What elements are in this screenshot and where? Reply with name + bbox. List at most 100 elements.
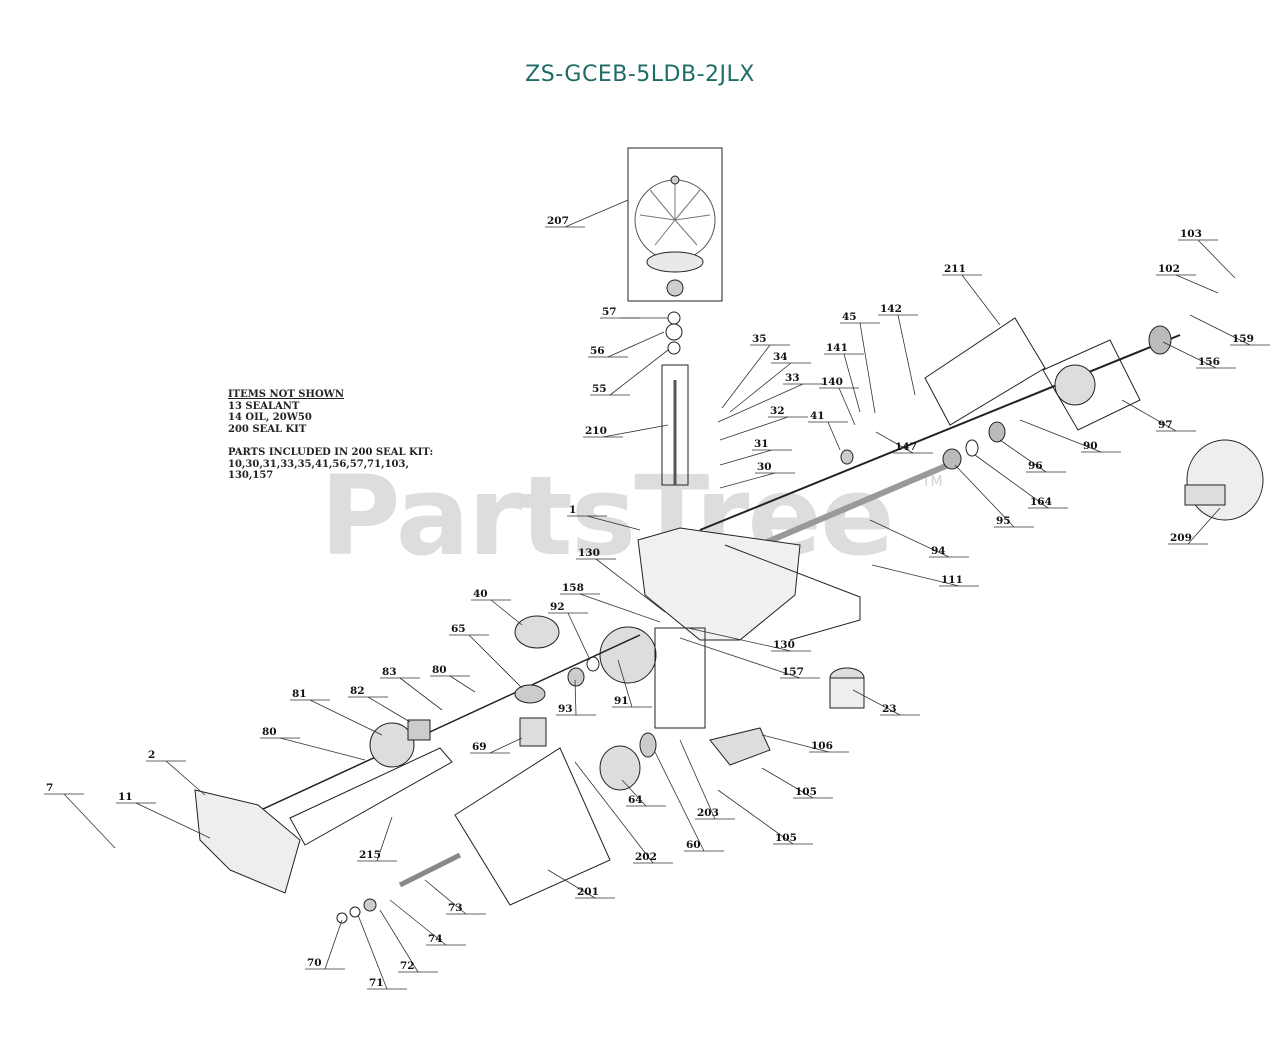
callout-105[interactable]: 105 <box>717 789 813 845</box>
housing-bracket-line <box>724 544 861 641</box>
callout-209[interactable]: 209 <box>1168 507 1221 545</box>
callout-33[interactable]: 33 <box>717 372 823 423</box>
callout-label: 57 <box>602 306 617 318</box>
callout-69[interactable]: 69 <box>470 737 523 754</box>
part-69 <box>519 717 547 747</box>
callout-158[interactable]: 158 <box>560 582 661 623</box>
axle-shaft-94 <box>758 457 962 548</box>
callout-156[interactable]: 156 <box>1162 341 1236 369</box>
callout-93[interactable]: 93 <box>556 679 596 716</box>
callout-147[interactable]: 147 <box>875 431 933 454</box>
callout-141[interactable]: 141 <box>824 342 864 413</box>
callout-label: 55 <box>592 383 607 395</box>
callout-label: 97 <box>1158 419 1173 431</box>
callout-201[interactable]: 201 <box>547 869 615 899</box>
callout-1[interactable]: 1 <box>567 504 641 531</box>
callout-leader <box>607 331 665 358</box>
callout-210[interactable]: 210 <box>583 424 669 438</box>
callout-leader <box>309 699 383 736</box>
callout-label: 41 <box>810 410 825 422</box>
callout-140[interactable]: 140 <box>819 376 859 426</box>
callout-94[interactable]: 94 <box>869 519 969 558</box>
callout-7[interactable]: 7 <box>44 782 116 849</box>
callout-96[interactable]: 96 <box>999 439 1066 473</box>
callout-40[interactable]: 40 <box>471 588 523 626</box>
callout-leader <box>424 879 467 915</box>
callout-130[interactable]: 130 <box>576 547 666 613</box>
callout-215[interactable]: 215 <box>357 816 397 862</box>
callout-leader <box>135 802 211 839</box>
callout-leader <box>376 816 393 862</box>
callout-142[interactable]: 142 <box>878 303 918 396</box>
callout-60[interactable]: 60 <box>654 751 724 852</box>
callout-64[interactable]: 64 <box>621 779 666 807</box>
callout-207[interactable]: 207 <box>545 199 629 228</box>
callout-32[interactable]: 32 <box>719 405 808 441</box>
bearing-95 <box>942 448 962 470</box>
callout-label: 159 <box>1232 333 1254 345</box>
callout-80[interactable]: 80 <box>260 726 366 761</box>
callout-103[interactable]: 103 <box>1178 228 1236 279</box>
callout-92[interactable]: 92 <box>548 601 591 661</box>
callout-label: 157 <box>782 666 804 678</box>
callout-106[interactable]: 106 <box>761 734 849 753</box>
callout-label: 30 <box>757 461 772 473</box>
callout-73[interactable]: 73 <box>424 879 486 915</box>
callout-102[interactable]: 102 <box>1156 263 1219 294</box>
callout-leader <box>609 349 669 396</box>
callout-23[interactable]: 23 <box>852 689 920 716</box>
callout-211[interactable]: 211 <box>942 263 1001 326</box>
gear-91 <box>599 626 657 684</box>
callout-leader <box>843 353 861 413</box>
callout-71[interactable]: 71 <box>357 914 407 990</box>
callout-41[interactable]: 41 <box>808 410 848 451</box>
shaft-box-215 <box>289 747 453 846</box>
callout-81[interactable]: 81 <box>290 688 383 736</box>
callout-55[interactable]: 55 <box>590 349 669 396</box>
callout-leader <box>838 387 856 426</box>
callout-35[interactable]: 35 <box>721 333 790 409</box>
callout-leader <box>449 675 476 693</box>
callout-leader <box>602 424 669 438</box>
callout-74[interactable]: 74 <box>389 899 466 946</box>
callout-label: 83 <box>382 666 397 678</box>
callout-label: 102 <box>1158 263 1180 275</box>
callout-leader <box>897 314 916 396</box>
callout-label: 23 <box>882 703 897 715</box>
callout-label: 103 <box>1180 228 1202 240</box>
callout-72[interactable]: 72 <box>379 909 438 973</box>
callout-57[interactable]: 57 <box>600 306 668 319</box>
callout-164[interactable]: 164 <box>974 454 1068 509</box>
callout-159[interactable]: 159 <box>1189 314 1270 346</box>
callout-30[interactable]: 30 <box>719 461 795 489</box>
callout-82[interactable]: 82 <box>348 685 411 723</box>
callout-203[interactable]: 203 <box>679 739 735 820</box>
callout-80[interactable]: 80 <box>430 664 476 693</box>
callout-leader <box>871 564 960 587</box>
callout-83[interactable]: 83 <box>380 666 443 711</box>
callout-label: 56 <box>590 345 605 357</box>
callout-157[interactable]: 157 <box>679 637 820 679</box>
callout-90[interactable]: 90 <box>1019 419 1121 453</box>
callout-202[interactable]: 202 <box>574 761 673 864</box>
callout-95[interactable]: 95 <box>954 464 1034 528</box>
callout-2[interactable]: 2 <box>146 749 206 796</box>
callout-34[interactable]: 34 <box>729 351 811 413</box>
callout-45[interactable]: 45 <box>840 311 880 414</box>
callout-leader <box>761 734 830 753</box>
callout-130[interactable]: 130 <box>687 627 811 652</box>
notes-header: ITEMS NOT SHOWN <box>228 389 345 400</box>
callout-111[interactable]: 111 <box>871 564 979 587</box>
callout-97[interactable]: 97 <box>1121 399 1196 432</box>
callout-31[interactable]: 31 <box>719 438 792 466</box>
callout-11[interactable]: 11 <box>116 791 211 839</box>
callout-105[interactable]: 105 <box>761 767 833 799</box>
callout-91[interactable]: 91 <box>612 659 652 708</box>
seal-156 <box>1148 325 1172 355</box>
callout-label: 73 <box>448 902 463 914</box>
callout-label: 202 <box>635 851 657 863</box>
callout-leader <box>389 899 447 946</box>
callout-65[interactable]: 65 <box>449 623 523 689</box>
callout-70[interactable]: 70 <box>305 919 345 970</box>
callout-56[interactable]: 56 <box>588 331 665 358</box>
